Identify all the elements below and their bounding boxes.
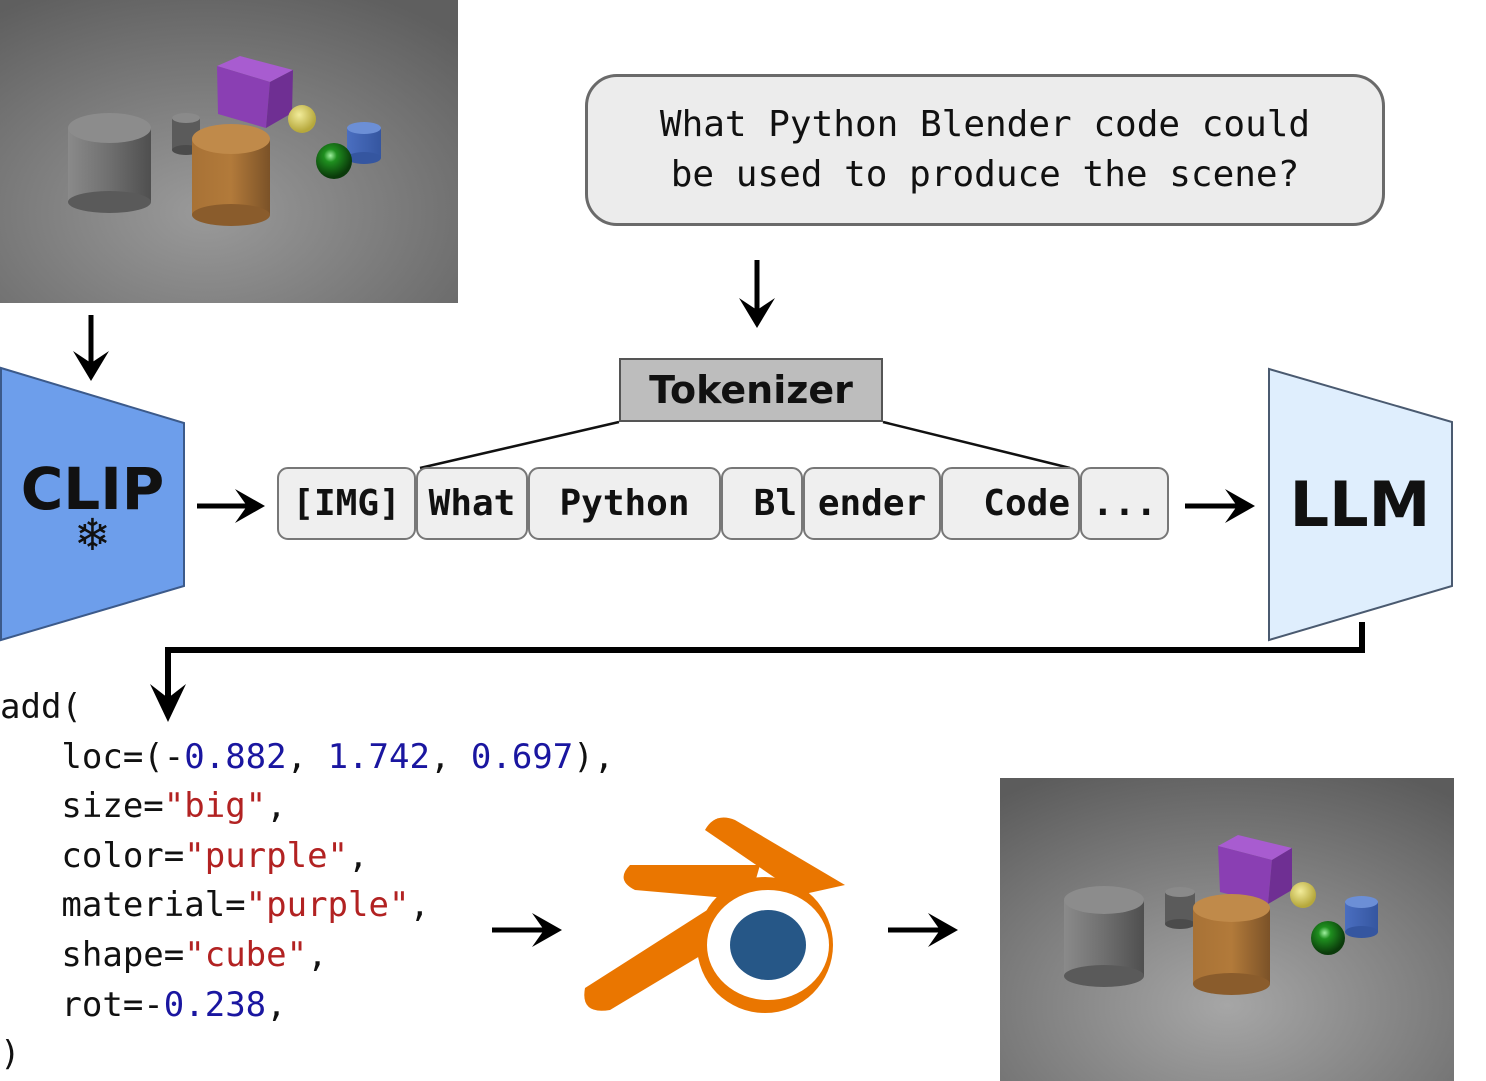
arrow-image-to-clip <box>73 315 109 381</box>
code-comma: , <box>266 786 287 827</box>
token-bl: Bl <box>721 467 803 540</box>
token-code: Code <box>941 467 1080 540</box>
rendered-scene-image <box>1000 778 1454 1081</box>
input-scene-image <box>0 0 458 303</box>
code-sep1: , <box>286 736 328 777</box>
code-close: ) <box>0 1034 21 1075</box>
llm-label: LLM <box>1289 468 1431 541</box>
arrow-tokens-to-llm <box>1185 489 1255 523</box>
code-loc-close: ), <box>573 736 615 777</box>
arrow-blender-to-output <box>888 913 958 947</box>
token-img: [IMG] <box>277 467 416 540</box>
code-size-val: "big" <box>163 786 267 827</box>
clip-encoder-shape <box>0 366 185 642</box>
prompt-question-box: What Python Blender code could be used t… <box>585 74 1385 226</box>
code-size-key: size= <box>61 786 164 827</box>
code-material-val: "purple" <box>245 885 410 926</box>
tokenizer-box: Tokenizer <box>619 358 883 422</box>
token-ellipsis: ... <box>1080 467 1169 540</box>
code-comma: , <box>409 885 430 926</box>
code-color-key: color= <box>61 835 185 876</box>
arrow-clip-to-tokens <box>197 489 265 523</box>
code-open: add( <box>0 687 82 727</box>
token-what: What <box>416 467 528 540</box>
code-comma: , <box>266 984 287 1025</box>
token-ender: ender <box>803 467 941 540</box>
arrow-code-to-blender <box>492 913 562 947</box>
code-rot-val: 0.238 <box>163 984 267 1025</box>
code-shape-val: "cube" <box>184 934 308 975</box>
code-loc-sign: - <box>163 736 185 777</box>
clip-label: CLIP <box>20 455 165 523</box>
blender-logo-icon <box>584 817 845 1013</box>
arrow-prompt-to-tokenizer <box>739 260 775 328</box>
code-rot-key: rot=- <box>61 984 164 1025</box>
token-python: Python <box>528 467 721 540</box>
snowflake-icon: ❄ <box>74 510 111 561</box>
code-comma: , <box>348 835 369 876</box>
llm-shape <box>1268 367 1453 642</box>
prompt-line-1: What Python Blender code could <box>659 104 1311 145</box>
code-sep2: , <box>429 736 471 777</box>
code-comma: , <box>307 934 328 975</box>
code-material-key: material= <box>61 885 246 926</box>
generated-code-block: add( loc=(-0.882, 1.742, 0.697), size="b… <box>0 683 614 1080</box>
code-loc-key: loc=( <box>61 736 164 777</box>
code-loc-x: 0.882 <box>184 736 287 777</box>
code-loc-y: 1.742 <box>327 736 430 777</box>
prompt-line-2: be used to produce the scene? <box>670 154 1300 195</box>
code-shape-key: shape= <box>61 934 185 975</box>
code-color-val: "purple" <box>184 835 349 876</box>
code-loc-z: 0.697 <box>470 736 574 777</box>
